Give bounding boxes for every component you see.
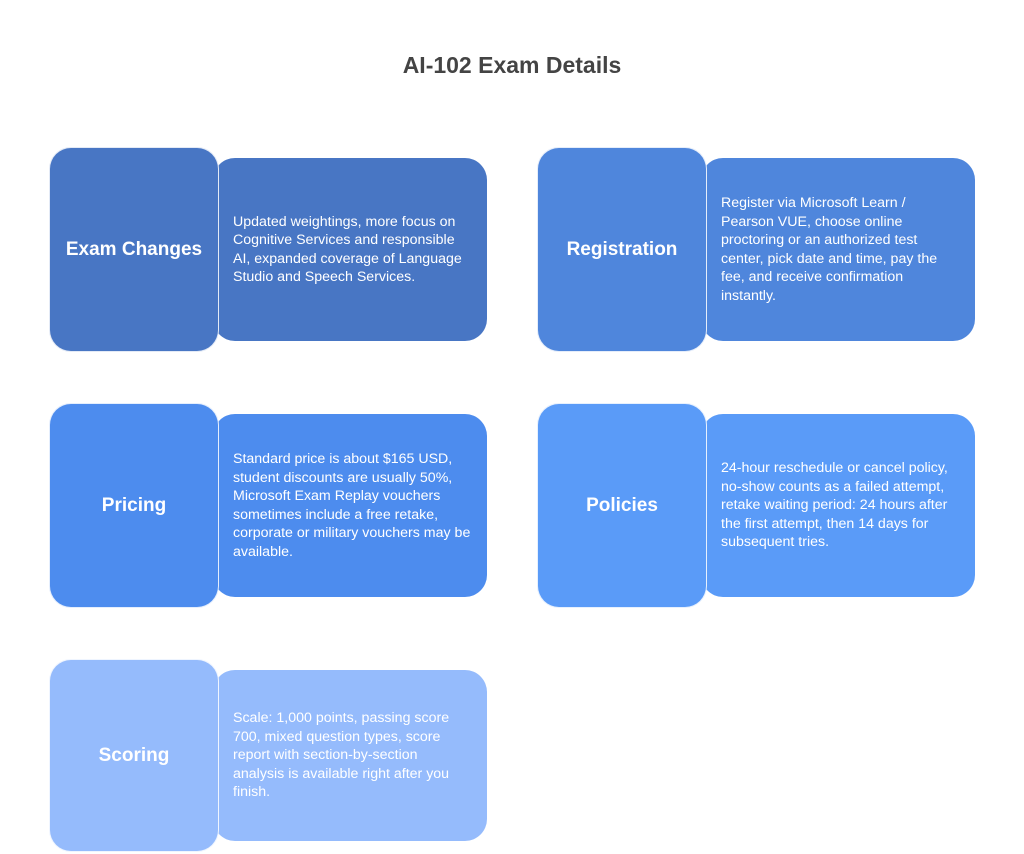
card-text-panel: Register via Microsoft Learn / Pearson V…	[701, 158, 975, 341]
card-heading: Pricing	[101, 494, 167, 516]
card-exam-changes: Exam Changes Updated weightings, more fo…	[49, 147, 487, 352]
card-scoring: Scoring Scale: 1,000 points, passing sco…	[49, 659, 487, 852]
card-heading: Registration	[566, 238, 678, 260]
card-heading: Scoring	[98, 744, 170, 766]
card-policies: Policies 24-hour reschedule or cancel po…	[537, 403, 975, 608]
card-heading: Policies	[586, 494, 658, 516]
card-text-panel: Standard price is about $165 USD, studen…	[213, 414, 487, 597]
card-heading-box: Exam Changes	[49, 147, 219, 352]
card-heading-box: Pricing	[49, 403, 219, 608]
card-text: Standard price is about $165 USD, studen…	[233, 451, 471, 560]
card-text: Updated weightings, more focus on Cognit…	[233, 213, 462, 286]
diagram-title: AI-102 Exam Details	[402, 52, 622, 78]
card-heading-box: Policies	[537, 403, 707, 608]
card-registration: Registration Register via Microsoft Lear…	[537, 147, 975, 352]
card-pricing: Pricing Standard price is about $165 USD…	[49, 403, 487, 608]
card-text: Scale: 1,000 points, passing score 700, …	[233, 710, 450, 801]
card-text-panel: Updated weightings, more focus on Cognit…	[213, 158, 487, 341]
card-heading: Exam Changes	[65, 238, 203, 260]
card-text-panel: 24-hour reschedule or cancel policy, no-…	[701, 414, 975, 597]
card-text-panel: Scale: 1,000 points, passing score 700, …	[213, 670, 487, 841]
card-heading-box: Scoring	[49, 659, 219, 852]
card-heading-box: Registration	[537, 147, 707, 352]
card-text: 24-hour reschedule or cancel policy, no-…	[721, 460, 948, 551]
card-text: Register via Microsoft Learn / Pearson V…	[721, 195, 938, 304]
